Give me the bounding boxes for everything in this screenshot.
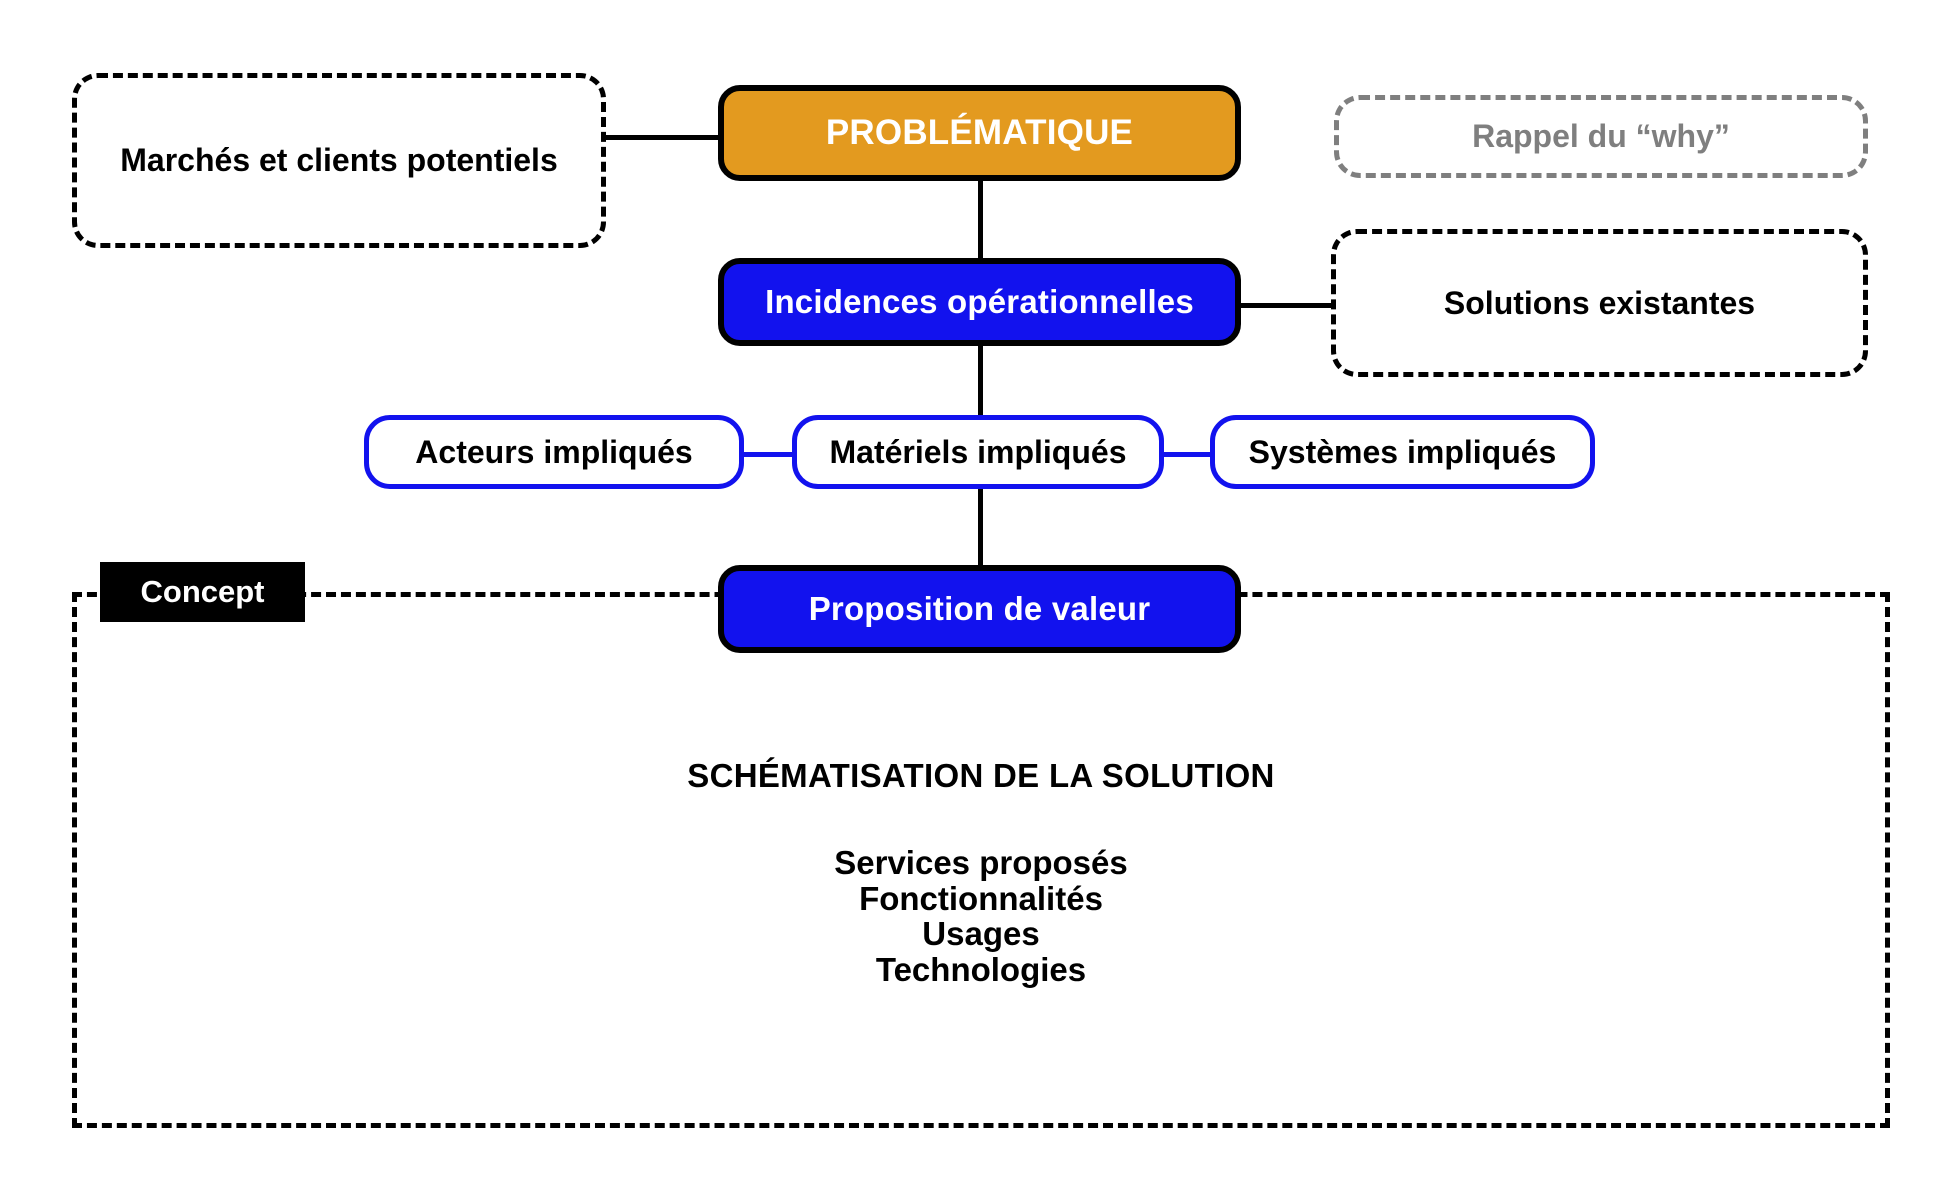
solution-item: Fonctionnalités [859, 879, 1103, 917]
solution-heading-label: SCHÉMATISATION DE LA SOLUTION [687, 757, 1275, 794]
node-systemes[interactable]: Systèmes impliqués [1210, 415, 1595, 489]
connector-vertical-spine [978, 178, 983, 608]
node-why-reminder[interactable]: Rappel du “why” [1334, 95, 1868, 178]
connector-acteurs-to-materiels [730, 452, 800, 457]
solution-items-list: Services proposés Fonctionnalités Usages… [472, 845, 1490, 988]
node-existing-solutions[interactable]: Solutions existantes [1331, 229, 1868, 377]
node-existing-solutions-label: Solutions existantes [1443, 284, 1756, 321]
solution-heading: SCHÉMATISATION DE LA SOLUTION [472, 757, 1490, 795]
node-systemes-label: Systèmes impliqués [1248, 433, 1557, 470]
node-incidences-label: Incidences opérationnelles [765, 283, 1194, 320]
node-materiels[interactable]: Matériels impliqués [792, 415, 1164, 489]
solution-item: Technologies [875, 950, 1087, 988]
node-why-reminder-label: Rappel du “why” [1472, 118, 1730, 154]
solution-item: Usages [922, 915, 1040, 953]
node-acteurs[interactable]: Acteurs impliqués [364, 415, 744, 489]
connector-materiels-to-systemes [1158, 452, 1218, 457]
solution-item: Services proposés [834, 844, 1128, 881]
node-acteurs-label: Acteurs impliqués [415, 433, 693, 470]
node-markets[interactable]: Marchés et clients potentiels [72, 73, 606, 248]
node-materiels-label: Matériels impliqués [829, 433, 1127, 470]
concept-region-tag-label: Concept [140, 574, 265, 609]
concept-region-tag: Concept [100, 562, 305, 622]
node-problematique[interactable]: PROBLÉMATIQUE [718, 85, 1241, 181]
node-problematique-label: PROBLÉMATIQUE [825, 113, 1134, 152]
connector-incidences-to-solutions [1238, 303, 1338, 308]
node-proposition-de-valeur[interactable]: Proposition de valeur [718, 565, 1241, 653]
node-proposition-de-valeur-label: Proposition de valeur [808, 590, 1151, 627]
connector-markets-to-problematique [600, 135, 725, 140]
node-markets-label: Marchés et clients potentiels [120, 142, 558, 178]
node-incidences[interactable]: Incidences opérationnelles [718, 258, 1241, 346]
